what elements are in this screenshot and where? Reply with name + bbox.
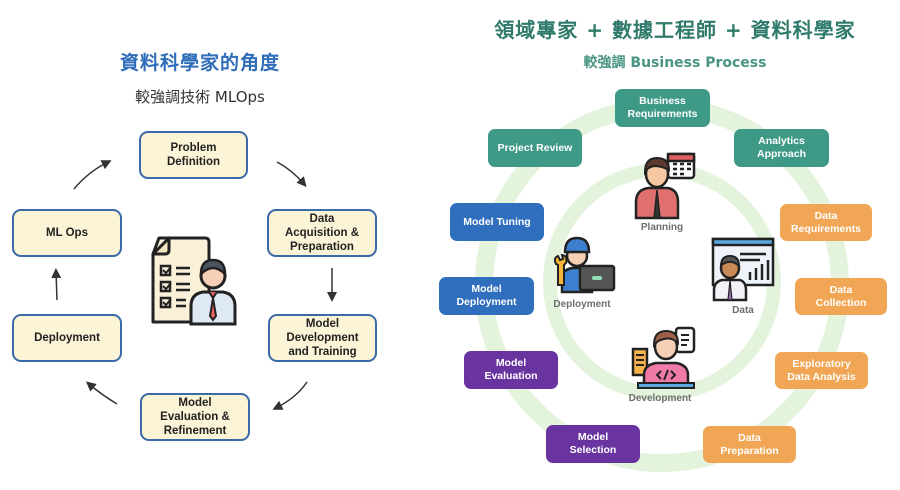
step-model-deployment[interactable]: Model Deployment bbox=[439, 277, 534, 315]
arrow-problem-to-data bbox=[276, 161, 307, 188]
step-model-tuning[interactable]: Model Tuning bbox=[450, 203, 544, 241]
left-title: 資料科學家的角度 bbox=[119, 52, 280, 74]
arrow-model-dev-to-eval bbox=[272, 381, 308, 410]
step-data-preparation[interactable]: Data Preparation bbox=[703, 426, 796, 463]
role-development-label: Development bbox=[628, 393, 692, 404]
step-data-requirements[interactable]: Data Requirements bbox=[780, 204, 872, 241]
arrow-deployment-to-mlops bbox=[51, 268, 62, 301]
step-project-review[interactable]: Project Review bbox=[488, 129, 582, 167]
step-analytics-approach[interactable]: Analytics Approach bbox=[734, 129, 829, 167]
step-data-acquisition[interactable]: Data Acquisition & Preparation bbox=[267, 209, 377, 257]
arrow-mlops-to-problem bbox=[73, 160, 112, 190]
checklist-person-icon bbox=[151, 236, 237, 326]
step-model-evaluation[interactable]: Model Evaluation bbox=[464, 351, 558, 389]
role-deployment-label: Deployment bbox=[553, 299, 611, 310]
step-model-evaluation[interactable]: Model Evaluation & Refinement bbox=[140, 393, 250, 441]
right-title: 領域專家 + 數據工程師 + 資料科學家 bbox=[494, 18, 856, 42]
step-model-development[interactable]: Model Development and Training bbox=[268, 314, 377, 362]
step-problem-definition[interactable]: Problem Definition bbox=[139, 131, 248, 179]
role-planning-label: Planning bbox=[640, 222, 684, 233]
presenter-chart-icon bbox=[711, 237, 775, 302]
step-model-selection[interactable]: Model Selection bbox=[546, 425, 640, 463]
step-exploratory-data-analysis[interactable]: Exploratory Data Analysis bbox=[775, 352, 868, 389]
developer-code-icon bbox=[631, 326, 696, 389]
arrow-eval-to-deployment bbox=[85, 381, 118, 405]
step-data-collection[interactable]: Data Collection bbox=[795, 278, 887, 315]
engineer-laptop-icon bbox=[553, 236, 616, 294]
left-subtitle: 較強調技術 MLOps bbox=[135, 88, 265, 106]
step-ml-ops[interactable]: ML Ops bbox=[12, 209, 122, 257]
planner-calendar-icon bbox=[634, 152, 696, 220]
step-deployment[interactable]: Deployment bbox=[12, 314, 122, 362]
role-data-label: Data bbox=[732, 305, 754, 316]
step-business-requirements[interactable]: Business Requirements bbox=[615, 89, 710, 127]
right-subtitle: 較強調 Business Process bbox=[583, 55, 767, 71]
